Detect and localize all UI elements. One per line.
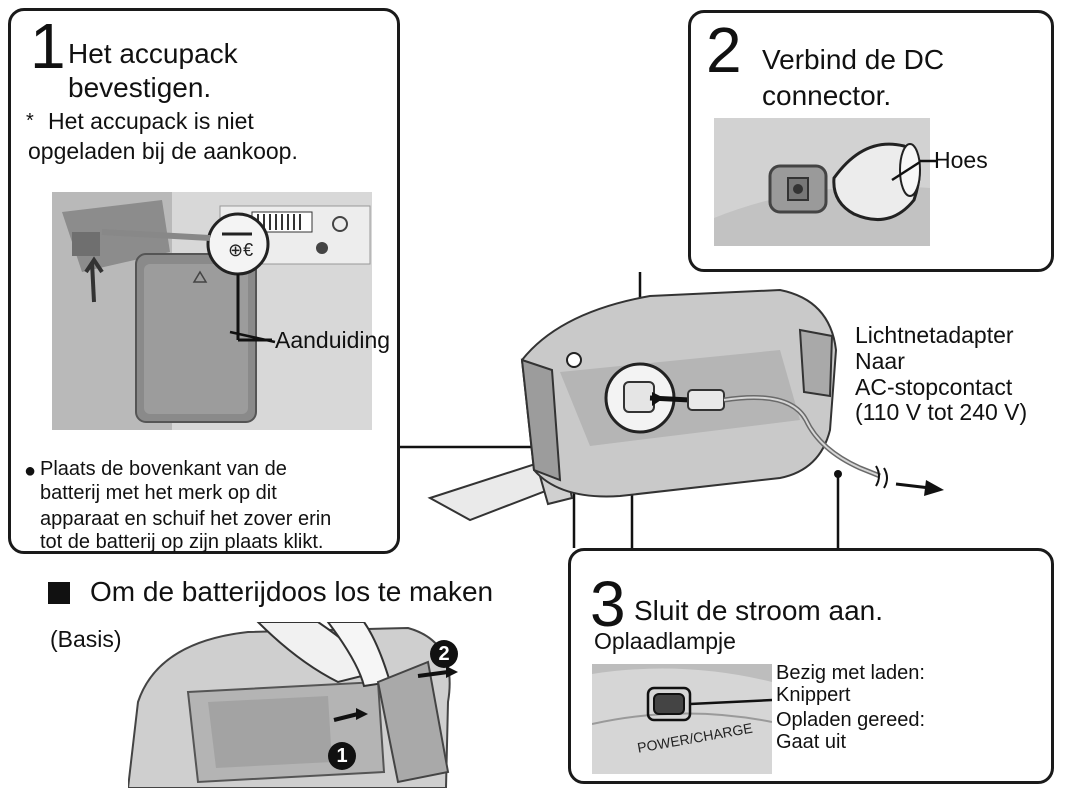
release-marker-1: 1 [328,742,356,770]
step3-state1-line1: Bezig met laden: [776,662,925,684]
adapter-label-line1: Lichtnetadapter [855,322,1014,348]
step2-number: 2 [706,14,742,86]
adapter-label-line3: AC-stopcontact [855,374,1013,400]
step2-title-line2: connector. [762,80,892,111]
step3-title: Sluit de stroom aan. [634,595,884,626]
battery-release-illustration: 1 2 [128,622,474,788]
release-heading-square-icon [48,582,70,604]
step1-instruction-bullet: ● [24,460,37,482]
step3-lamp-label: Oplaadlampje [594,628,736,654]
release-heading: Om de batterijdoos los te maken [90,576,494,607]
adapter-label-line4: (110 V tot 240 V) [855,399,1028,425]
charge-lamp-illustration: POWER/CHARGE [592,664,772,774]
step1-instruction-line2: batterij met het merk op dit [40,482,277,504]
step1-instruction-line4: tot de batterij op zijn plaats klikt. [40,531,324,553]
release-marker-2: 2 [430,640,458,668]
step1-instruction-line3: apparaat en schuif het zover erin [40,508,332,530]
step1-callout-label: Aanduiding [275,327,391,353]
step1-instruction-line1: Plaats de bovenkant van de [40,458,287,480]
step1-title-line1: Het accupack [68,38,238,69]
step3-state2-line2: Gaat uit [776,731,847,753]
step1-note-bullet: * [26,110,34,132]
step3-state1-line2: Knippert [776,684,851,706]
step1-note-line1: Het accupack is niet [48,108,254,134]
dc-connector-illustration [714,118,930,246]
battery-insert-illustration: ⊕€ [52,192,372,430]
adapter-label-line2: Naar [855,348,905,374]
step3-state2-line1: Opladen gereed: [776,709,926,731]
step1-note-line2: opgeladen bij de aankoop. [28,138,298,164]
release-base-label: (Basis) [50,626,122,652]
step1-title-line2: bevestigen. [68,72,212,103]
step1-number: 1 [30,10,66,82]
step3-number: 3 [590,568,626,640]
step2-callout-label: Hoes [934,147,988,173]
step2-title-line1: Verbind de DC [762,44,945,75]
svg-text:⊕€: ⊕€ [228,240,253,260]
